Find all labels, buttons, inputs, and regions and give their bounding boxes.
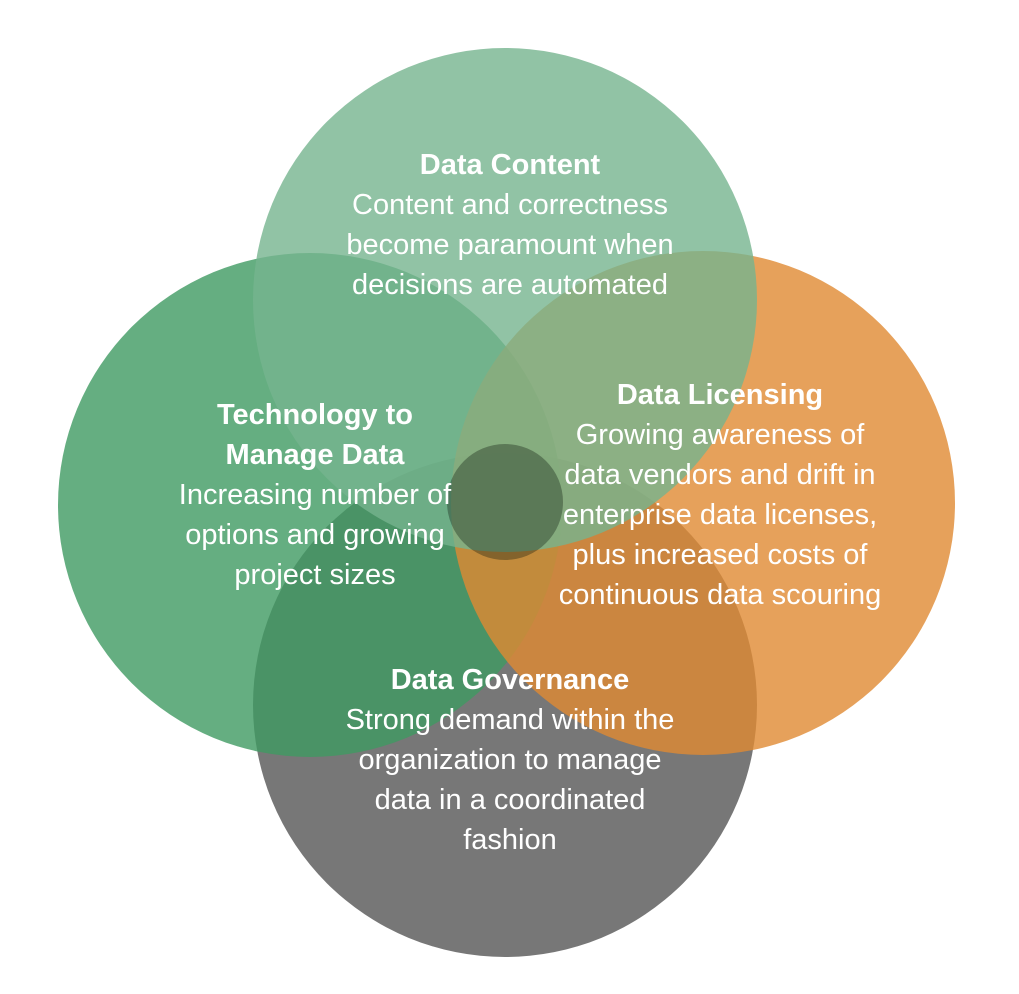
- data-content-label: Data Content Content and correctness bec…: [300, 145, 720, 305]
- circle-data-content: [253, 48, 757, 552]
- data-content-description: Content and correctness become paramount…: [346, 189, 674, 301]
- technology-description: Increasing number of options and growing…: [178, 479, 452, 591]
- data-licensing-description: Growing awareness of data vendors and dr…: [558, 419, 882, 611]
- data-content-title: Data Content: [419, 149, 601, 181]
- technology-label: Technology to Manage Data Increasing num…: [130, 395, 500, 595]
- data-governance-description: Strong demand within the organization to…: [345, 704, 675, 856]
- data-governance-label: Data Governance Strong demand within the…: [290, 660, 730, 860]
- data-governance-title: Data Governance: [390, 664, 630, 696]
- technology-title: Technology to Manage Data: [216, 399, 413, 471]
- center-overlap-shade: [447, 444, 563, 560]
- data-licensing-title: Data Licensing: [616, 379, 824, 411]
- data-licensing-label: Data Licensing Growing awareness of data…: [530, 375, 910, 615]
